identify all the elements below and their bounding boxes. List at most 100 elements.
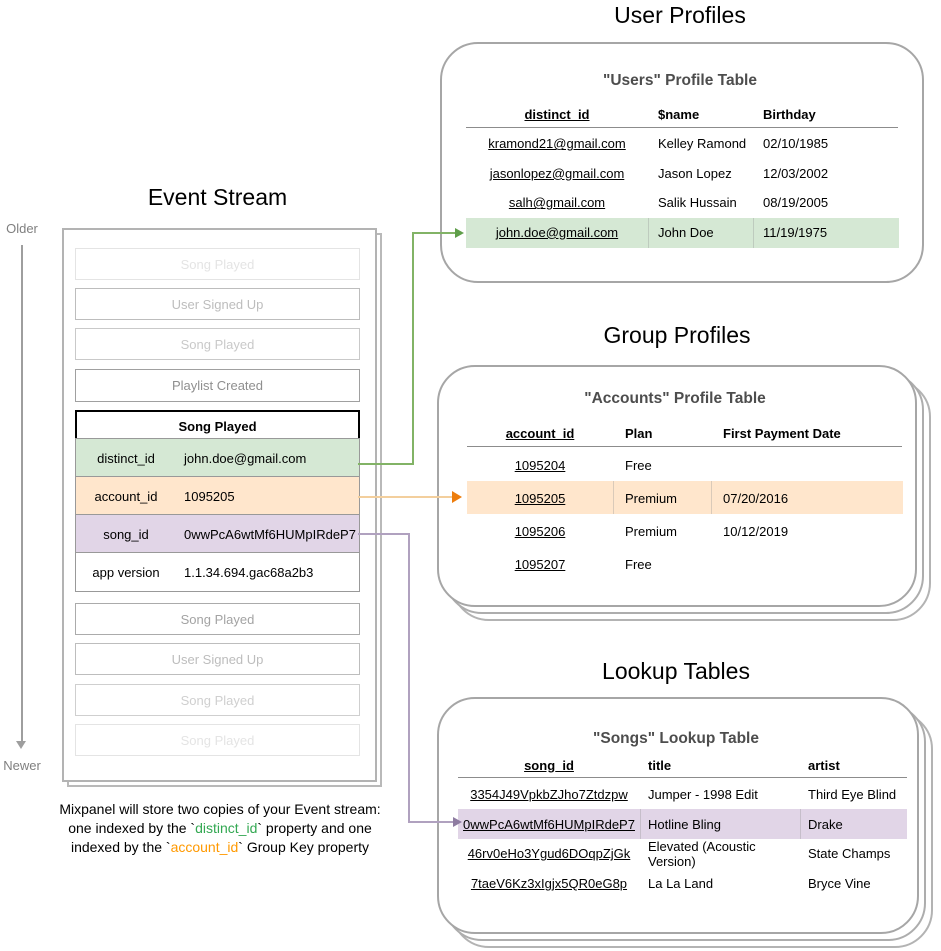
event-label: User Signed Up (171, 296, 264, 312)
table-cell: La La Land (648, 875, 714, 891)
property-value: 0wwPcA6wtMf6HUMpIRdeP7 (184, 526, 356, 542)
mixpanel-caption: Mixpanel will store two copies of your E… (29, 800, 411, 857)
caption-line3: indexed by the `account_id` Group Key pr… (70, 839, 370, 855)
table-cell-highlighted: john.doe@gmail.com (495, 224, 619, 240)
event-label: Song Played (180, 732, 255, 748)
account-id-code: account_id (170, 839, 239, 855)
event-property-distinct-id: distinct_id john.doe@gmail.com (75, 438, 360, 478)
user-profiles-title: User Profiles (614, 2, 746, 28)
property-key: account_id (94, 488, 158, 504)
account-id-connector-segment (358, 496, 453, 498)
table-cell: 3354J49VpkbZJho7Ztdzpw (470, 787, 628, 803)
property-key: app version (92, 564, 160, 580)
table-cell: Free (625, 557, 652, 572)
accounts-header-rule (467, 446, 902, 447)
table-cell-highlighted: Hotline Bling (648, 816, 721, 832)
group-profiles-title: Group Profiles (603, 322, 751, 348)
lookup-tables-title: Lookup Tables (602, 658, 750, 684)
table-cell: State Champs (808, 846, 891, 862)
table-cell: 7taeV6Kz3xIgjx5QR0eG8p (470, 875, 628, 891)
table-cell: 46rv0eHo3Ygud6DOqpZjGk (467, 846, 631, 862)
column-separator (613, 481, 614, 514)
event-row-faded: Song Played (75, 603, 360, 635)
event-stream-title: Event Stream (147, 184, 288, 210)
selected-event-title: Song Played (178, 418, 257, 434)
column-separator (648, 218, 649, 248)
table-cell: Jason Lopez (658, 165, 732, 181)
table-cell: Premium (625, 524, 678, 539)
orange-arrowhead-icon (452, 491, 462, 503)
column-header-song-id: song_id (524, 757, 574, 773)
column-header-artist: artist (808, 757, 840, 773)
event-label: Playlist Created (171, 378, 264, 393)
purple-arrowhead-icon (453, 817, 462, 827)
table-cell: Kelley Ramond (658, 136, 747, 152)
column-header-plan: Plan (625, 425, 653, 441)
table-cell-highlighted: Premium (625, 491, 678, 506)
accounts-table-header: account_id Plan First Payment Date (467, 419, 903, 447)
event-row-faded: Song Played (75, 724, 360, 756)
green-arrowhead-icon (455, 228, 464, 238)
table-cell: jasonlopez@gmail.com (489, 165, 625, 181)
newer-label: Newer (3, 758, 41, 773)
table-cell: Jumper - 1998 Edit (648, 787, 758, 803)
table-cell: Salik Hussain (658, 195, 737, 211)
songs-table-header: song_id title artist (458, 752, 907, 778)
property-key: distinct_id (97, 450, 155, 466)
table-cell: 1095206 (514, 524, 566, 539)
song-id-connector-segment (408, 821, 454, 823)
caption-line1: Mixpanel will store two copies of your E… (59, 801, 381, 817)
column-separator (711, 481, 712, 514)
event-row-faded: Song Played (75, 248, 360, 280)
distinct-id-connector-segment (412, 232, 456, 234)
column-separator (640, 809, 641, 839)
songs-table-body: 3354J49VpkbZJho7Ztdzpw Jumper - 1998 Edi… (458, 780, 907, 898)
table-cell: Elevated (Acoustic Version) (648, 838, 756, 869)
table-cell: 1095207 (514, 557, 566, 572)
event-property-app-version: app version 1.1.34.694.gac68a2b3 (75, 552, 360, 592)
users-table-header: distinct_id $name Birthday (466, 100, 899, 128)
accounts-table-title: "Accounts" Profile Table (584, 390, 766, 407)
column-header-distinct-id: distinct_id (524, 106, 590, 122)
table-cell: 12/03/2002 (763, 165, 829, 181)
table-cell: kramond21@gmail.com (488, 136, 626, 152)
property-value: john.doe@gmail.com (184, 450, 307, 466)
caption-line2: one indexed by the `distinct_id` propert… (68, 820, 372, 836)
table-cell-highlighted: 11/19/1975 (763, 224, 828, 240)
accounts-highlight-row (467, 481, 903, 514)
songs-table-title: "Songs" Lookup Table (593, 730, 759, 747)
column-header-first-payment-date: First Payment Date (723, 425, 841, 441)
distinct-id-code: distinct_id (195, 820, 258, 836)
property-value: 1095205 (184, 488, 235, 504)
property-value: 1.1.34.694.gac68a2b3 (184, 564, 314, 580)
distinct-id-connector-segment (358, 463, 414, 465)
table-cell-highlighted: 07/20/2016 (723, 491, 789, 506)
song-id-connector-segment (408, 533, 410, 823)
event-property-song-id: song_id 0wwPcA6wtMf6HUMpIRdeP7 (75, 514, 360, 554)
column-header-birthday: Birthday (763, 106, 816, 122)
event-row-faded: User Signed Up (75, 288, 360, 320)
table-cell-highlighted: John Doe (658, 224, 714, 240)
distinct-id-connector-segment (412, 232, 414, 465)
table-cell: 10/12/2019 (723, 524, 789, 539)
song-id-connector-segment (358, 533, 410, 535)
table-cell: 1095204 (514, 458, 566, 473)
users-header-rule (466, 127, 898, 128)
accounts-table-body: 1095204 Free 1095205 Premium 07/20/2016 … (467, 449, 903, 581)
column-header-account-id: account_id (505, 425, 575, 441)
event-row-faded: Song Played (75, 328, 360, 360)
older-label: Older (6, 221, 38, 236)
event-label: Song Played (180, 336, 255, 352)
table-cell: 08/19/2005 (763, 195, 829, 211)
event-label: Song Played (180, 692, 255, 708)
table-cell-highlighted: Drake (808, 816, 843, 832)
property-key: song_id (103, 526, 149, 542)
songs-highlight-row (458, 809, 907, 839)
table-cell: Free (625, 458, 652, 473)
column-header-title: title (648, 757, 672, 773)
table-cell-highlighted: 0wwPcA6wtMf6HUMpIRdeP7 (463, 816, 635, 832)
songs-header-rule (458, 777, 907, 778)
event-row-faded: User Signed Up (75, 643, 360, 675)
timeline-line (21, 245, 23, 741)
